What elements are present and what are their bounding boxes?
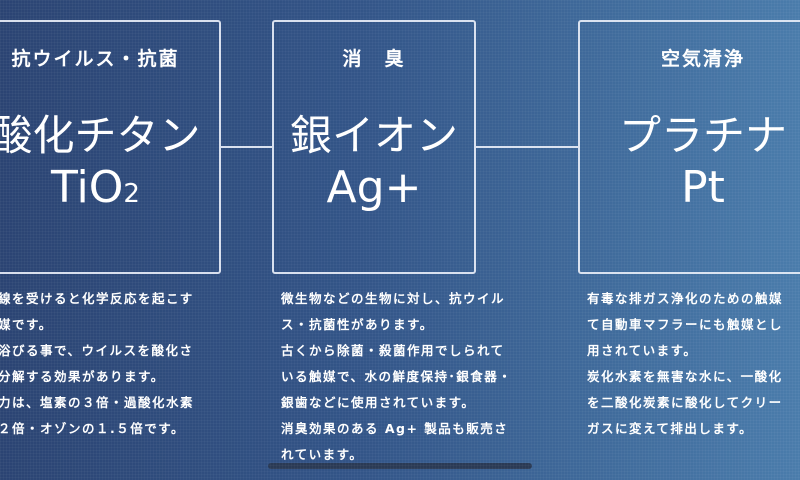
connector-line <box>476 146 578 148</box>
card-formula: TiO2 <box>51 162 140 213</box>
description-platinum: 有毒な排ガス浄化のための触媒て自動車マフラーにも触媒とし用されています。炭化水素… <box>587 291 784 436</box>
card-label: 抗ウイルス・抗菌 <box>11 48 180 70</box>
home-indicator[interactable] <box>268 463 532 469</box>
card-silver-ion: 消 臭 銀イオン Ag+ <box>272 20 476 274</box>
description-titanium: 線を受けると化学反応を起こす媒です。浴びる事で、ウイルスを酸化さ分解する効果があ… <box>0 291 195 436</box>
card-label: 空気清浄 <box>660 48 745 70</box>
card-name: 銀イオン <box>289 111 458 160</box>
card-name: 酸化チタン <box>0 111 201 160</box>
card-titanium-dioxide: 抗ウイルス・抗菌 酸化チタン TiO2 <box>0 20 221 274</box>
card-name: プラチナ <box>618 111 787 160</box>
card-formula: Pt <box>681 162 725 213</box>
card-formula: Ag+ <box>326 162 422 213</box>
card-label: 消 臭 <box>342 48 406 70</box>
connector-line <box>221 146 272 148</box>
description-silver: 微生物などの生物に対し、抗ウイルス・抗菌性があります。古くから除菌・殺菌作用でし… <box>281 291 513 462</box>
card-platinum: 空気清浄 プラチナ Pt <box>578 20 800 274</box>
